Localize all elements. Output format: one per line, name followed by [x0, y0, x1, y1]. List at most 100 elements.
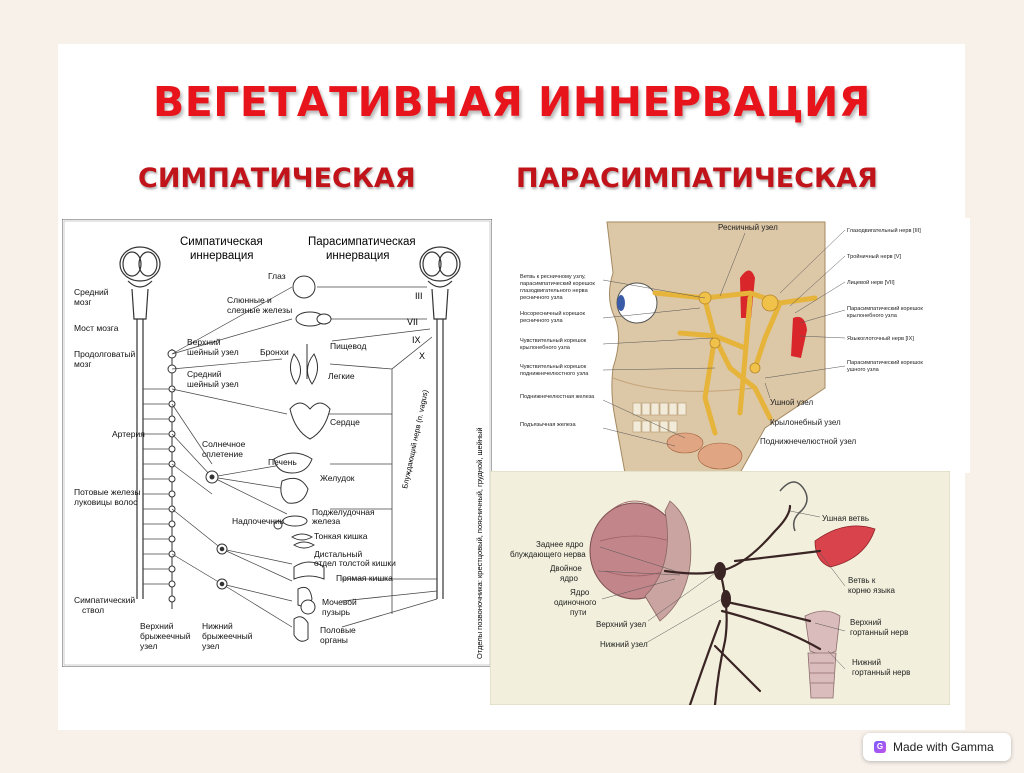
label-lower-mesenteric: Нижний [202, 621, 233, 631]
head-left-label-3: Чувствительный корешок [520, 337, 587, 344]
label-upper-mesenteric: Верхний [140, 621, 174, 631]
svg-text:брыжеечный: брыжеечный [140, 631, 191, 641]
vagus-nerve-diagram: Заднее ядро блуждающего нерва Двойное яд… [490, 471, 950, 705]
label-bladder: Мочевой [322, 597, 357, 607]
svg-text:ресничного узла: ресничного узла [520, 318, 563, 324]
svg-text:иннервация: иннервация [190, 250, 254, 262]
nerve-x-label: X [419, 351, 425, 361]
badge-label: Made with Gamma [893, 740, 994, 754]
label-rectum: Прямая кишка [336, 573, 393, 583]
svg-text:гортанный нерв: гортанный нерв [850, 628, 908, 637]
svg-text:поднижнечелюстного узла: поднижнечелюстного узла [520, 371, 589, 377]
label-midbrain: Средний [74, 287, 109, 297]
made-with-gamma-badge[interactable]: G Made with Gamma [863, 733, 1011, 761]
submandibular-ganglion-label: Поднижнечелюстной узел [760, 437, 857, 446]
gamma-logo-icon: G [874, 741, 886, 753]
svg-text:узел: узел [140, 641, 157, 651]
label-heart: Сердце [330, 417, 360, 427]
svg-text:пути: пути [570, 608, 586, 617]
label-superior-ganglion: Верхний узел [596, 620, 646, 629]
svg-text:мозг: мозг [74, 297, 91, 307]
head-right-label-2: Тройничный нерв [V] [847, 253, 901, 260]
label-upper-cervical: Верхний [187, 337, 221, 347]
svg-text:мозг: мозг [74, 359, 91, 369]
header-parasympathetic: Парасимпатическая [308, 236, 416, 248]
head-left-label-2: Носоресничный корешок [520, 310, 585, 317]
label-eye: Глаз [268, 271, 286, 281]
head-ganglia-diagram: Ресничный узел Ветвь к ресничному узлу, … [515, 218, 970, 473]
spine-sections-label: Отделы позвоночника: крестцовый, пояснич… [475, 427, 484, 659]
svg-text:железа: железа [312, 516, 341, 526]
svg-text:ушного узла: ушного узла [847, 367, 880, 373]
slide-title: ВЕГЕТАТИВНАЯ ИННЕРВАЦИЯ [0, 78, 1024, 126]
label-inferior-laryngeal: Нижний [852, 658, 881, 667]
svg-text:иннервация: иннервация [326, 250, 390, 262]
label-salivary: Слюнные и [227, 295, 272, 305]
svg-text:органы: органы [320, 635, 348, 645]
genitals-icon [294, 617, 308, 642]
svg-text:глазодвигательного нерва: глазодвигательного нерва [520, 288, 589, 294]
nerve-iii-label: III [415, 291, 423, 301]
bladder-icon [301, 600, 315, 614]
eyeball-icon [617, 283, 657, 323]
autonomic-innervation-diagram: Симпатическая иннервация Парасимпатическ… [62, 219, 492, 667]
label-medulla: Продолговатый [74, 349, 135, 359]
svg-text:блуждающего нерва: блуждающего нерва [510, 550, 586, 559]
svg-text:отдел толстой кишки: отдел толстой кишки [314, 558, 396, 568]
pterygopalatine-ganglion-label: Крылонебный узел [770, 418, 841, 427]
label-small-intestine: Тонкая кишка [314, 531, 368, 541]
svg-text:гортанный нерв: гортанный нерв [852, 668, 910, 677]
label-solitary-nucleus: Ядро [570, 588, 590, 597]
sympathetic-chain [168, 349, 176, 609]
label-pons: Мост мозга [74, 323, 119, 333]
svg-text:одиночного: одиночного [554, 598, 597, 607]
label-bronchi: Бронхи [260, 347, 289, 357]
label-tongue-branch: Ветвь к [848, 576, 876, 585]
label-inferior-ganglion: Нижний узел [600, 640, 648, 649]
label-sweat-glands: Потовые железы [74, 487, 141, 497]
svg-text:узел: узел [202, 641, 219, 651]
label-solar-plexus: Солнечное [202, 439, 246, 449]
label-liver: Печень [268, 457, 297, 467]
svg-text:ствол: ствол [82, 605, 104, 615]
head-left-label-4: Чувствительный корешок [520, 363, 587, 370]
otic-ganglion-label: Ушной узел [770, 398, 813, 407]
svg-text:парасимпатический корешок: парасимпатический корешок [520, 280, 595, 287]
head-right-label-6: Парасимпатический корешок [847, 359, 923, 366]
svg-text:луковицы волос: луковицы волос [74, 497, 138, 507]
ciliary-ganglion-label: Ресничный узел [718, 223, 778, 232]
label-artery: Артерия [112, 429, 145, 439]
head-right-label-1: Глазодвигательный нерв [III] [847, 227, 921, 234]
head-right-label-5: Языкоглоточный нерв [IX] [847, 335, 914, 342]
svg-text:шейный узел: шейный узел [187, 347, 239, 357]
subtitle-sympathetic: СИМПАТИЧЕСКАЯ [138, 163, 416, 194]
svg-text:брыжеечный: брыжеечный [202, 631, 253, 641]
svg-text:сплетение: сплетение [202, 449, 243, 459]
svg-text:шейный узел: шейный узел [187, 379, 239, 389]
svg-text:ресничного узла: ресничного узла [520, 295, 563, 301]
label-adrenal: Надпочечник [232, 516, 284, 526]
label-sympathetic-trunk: Симпатический [74, 595, 135, 605]
head-left-label-5: Поднижнечелюстная железа [520, 394, 595, 400]
svg-text:крылонебного узла: крылонебного узла [520, 345, 571, 351]
label-stomach: Желудок [320, 473, 355, 483]
label-nucleus-ambiguus: Двойное [550, 564, 582, 573]
svg-text:пузырь: пузырь [322, 607, 351, 617]
svg-text:крылонебного узла: крылонебного узла [847, 313, 898, 319]
label-lungs: Легкие [328, 371, 355, 381]
nerve-vii-label: VII [407, 317, 418, 327]
head-right-label-4: Парасимпатический корешок [847, 305, 923, 312]
label-superior-laryngeal: Верхний [850, 618, 882, 627]
head-left-label-6: Подъязычная железа [520, 422, 576, 428]
eye-head-icon [293, 276, 315, 298]
nerve-ix-label: IX [412, 335, 421, 345]
label-esophagus: Пищевод [330, 341, 366, 351]
svg-text:ядро: ядро [560, 574, 578, 583]
head-right-label-3: Лицевой нерв [VII] [847, 279, 895, 286]
pancreas-icon [283, 516, 307, 526]
svg-text:слезные железы: слезные железы [227, 305, 292, 315]
header-sympathetic: Симпатическая [180, 236, 263, 248]
label-genitals: Половые [320, 625, 356, 635]
label-middle-cervical: Средний [187, 369, 222, 379]
label-auricular-branch: Ушная ветвь [822, 514, 869, 523]
